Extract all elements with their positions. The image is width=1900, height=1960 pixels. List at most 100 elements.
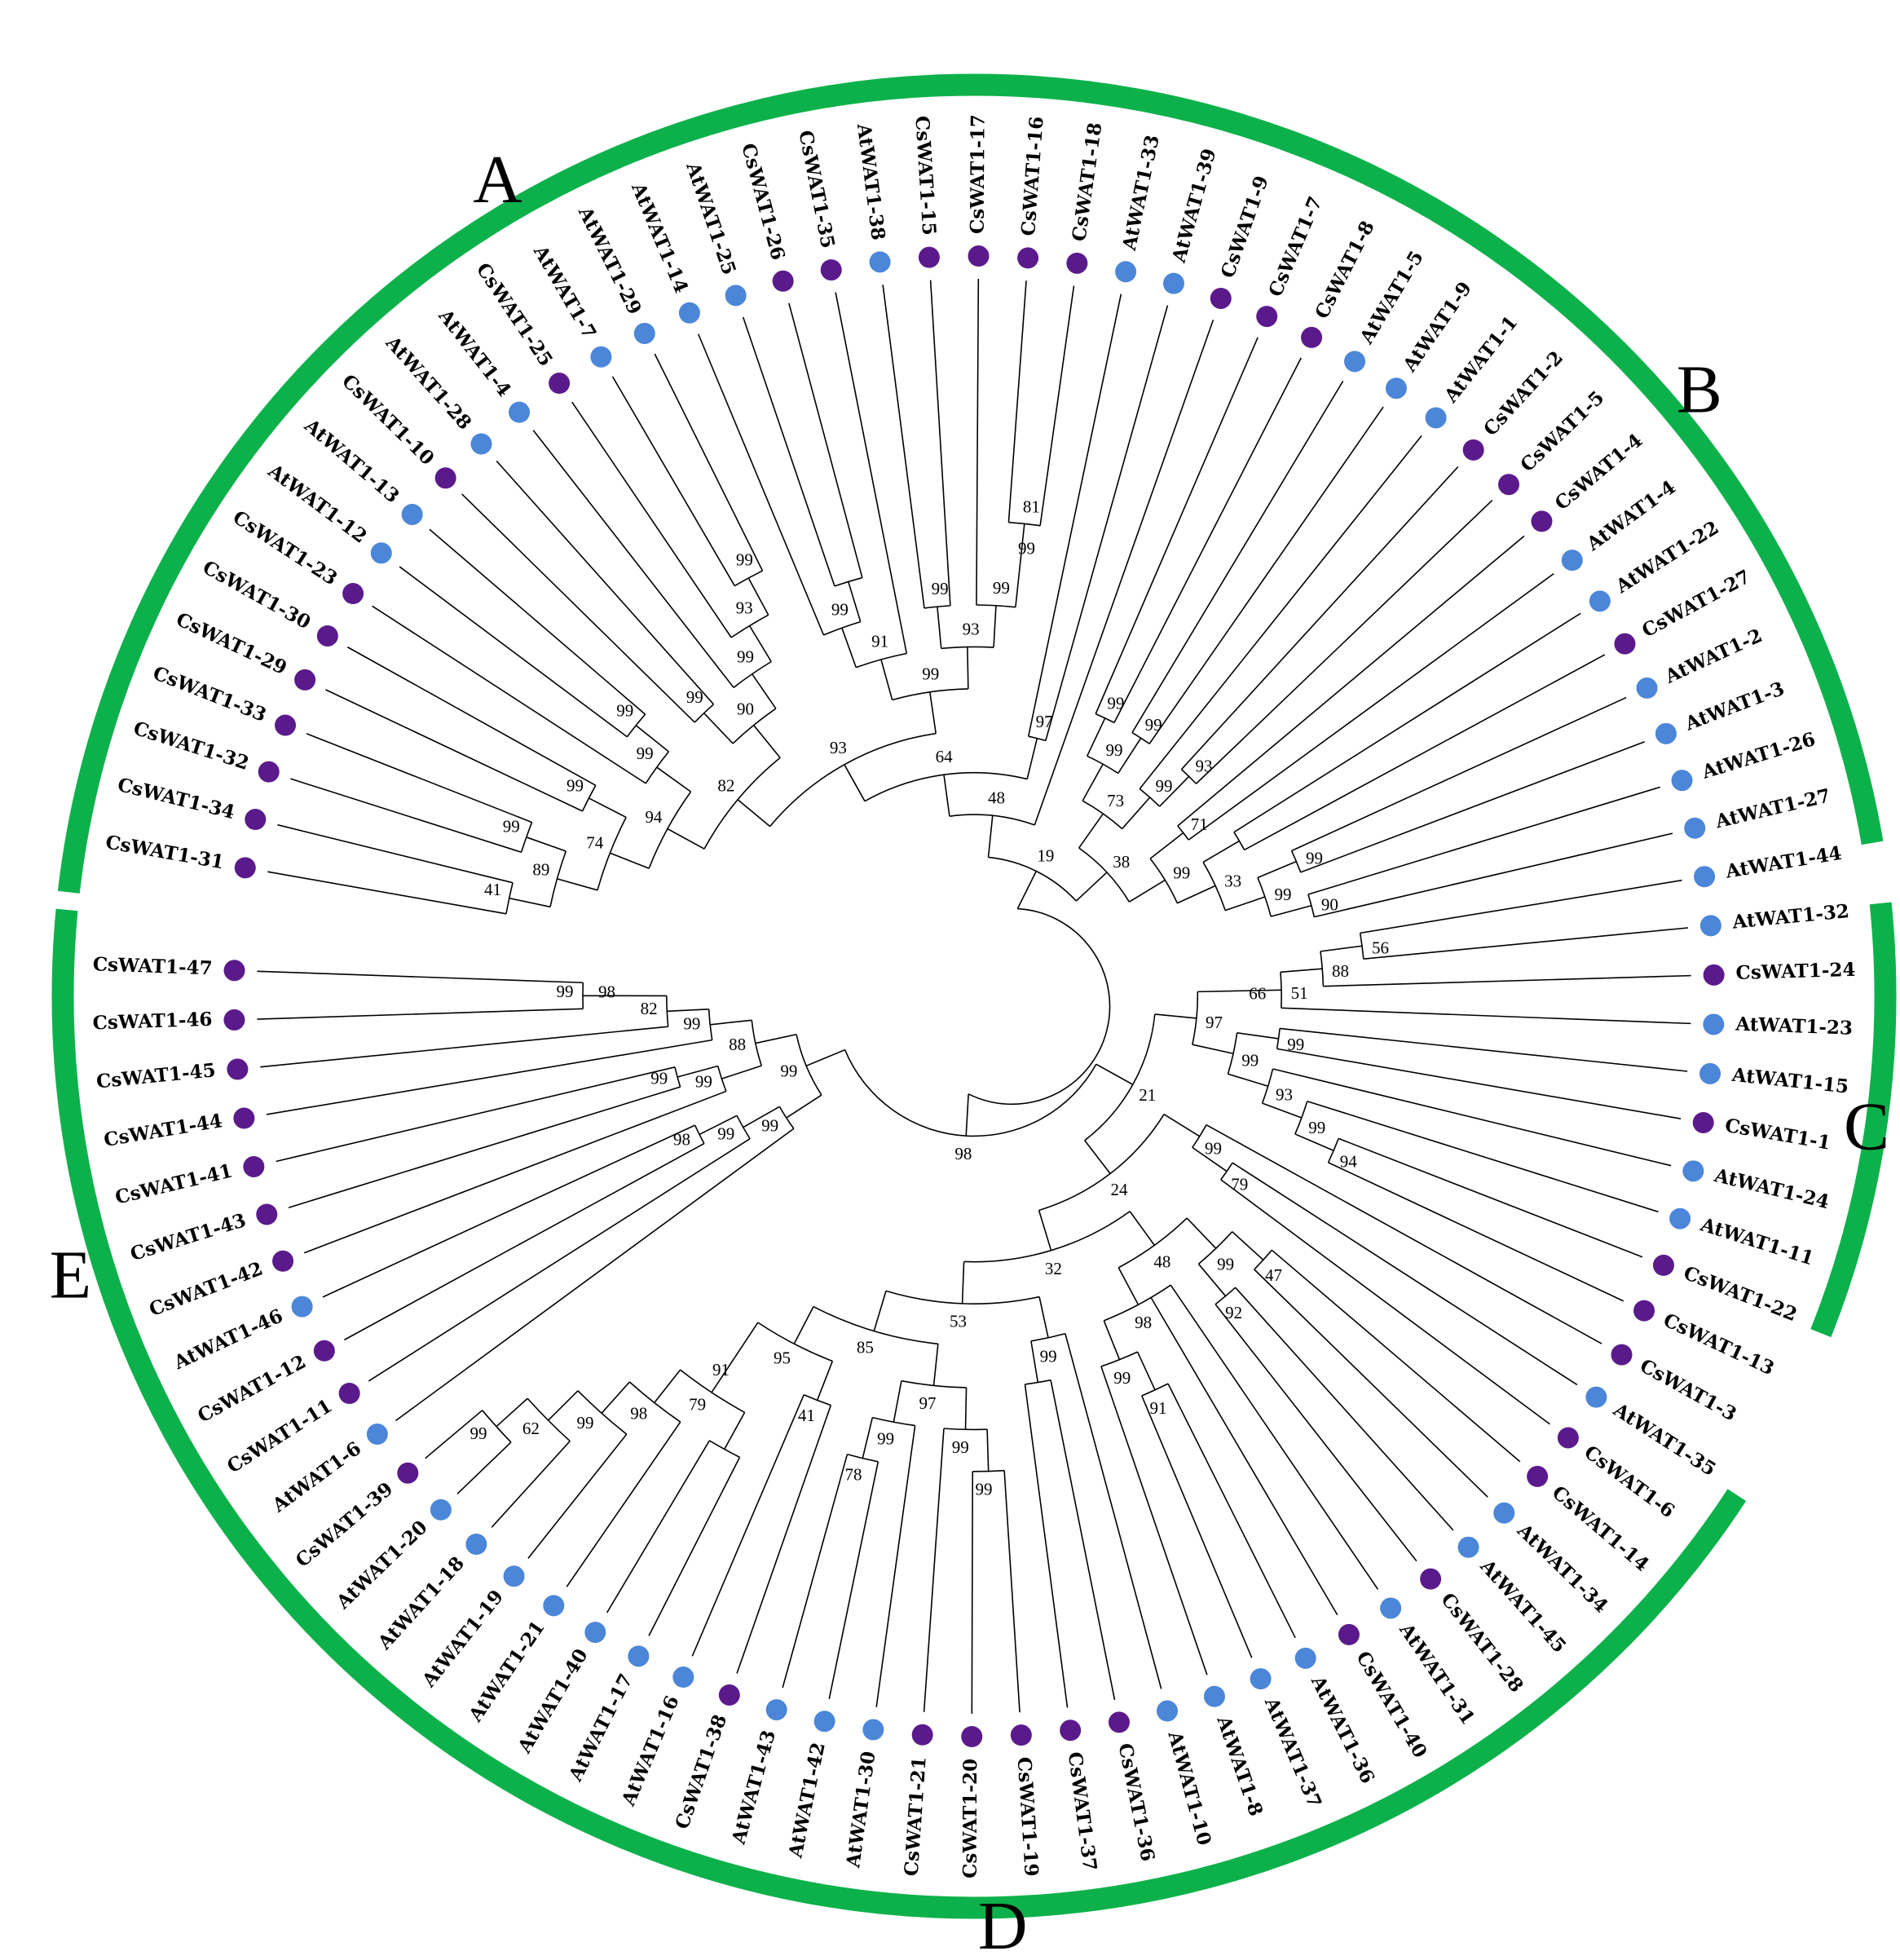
leaf-label: AtWAT1-42 xyxy=(784,1741,830,1861)
leaf-branch xyxy=(290,778,522,854)
leaf-label: CsWAT1-26 xyxy=(737,141,789,263)
leaf-branch xyxy=(1177,535,1525,827)
leaf-label: AtWAT1-26 xyxy=(1699,728,1818,784)
bootstrap-value: 56 xyxy=(1372,938,1389,958)
bootstrap-value: 99 xyxy=(976,1480,993,1499)
leaf-label: AtWAT1-38 xyxy=(853,121,889,241)
bootstrap-value: 99 xyxy=(1217,1254,1234,1274)
node-arc xyxy=(1227,1032,1238,1075)
bootstrap-value: 99 xyxy=(1241,1051,1259,1070)
cs-marker-dot xyxy=(1108,1711,1130,1733)
at-marker-dot xyxy=(628,1645,650,1667)
branch-segment xyxy=(1136,1351,1156,1391)
node-arc xyxy=(813,1305,938,1345)
leaf-branch xyxy=(1338,1137,1643,1258)
leaf-branch xyxy=(1314,832,1673,918)
bootstrap-value: 24 xyxy=(1110,1180,1128,1199)
node-arc xyxy=(1197,1231,1233,1265)
branch-segment xyxy=(667,1009,709,1013)
bootstrap-value: 99 xyxy=(1205,1138,1222,1158)
bootstrap-value: 97 xyxy=(1206,1013,1223,1032)
branch-segment xyxy=(677,1065,718,1078)
leaf-branch xyxy=(1215,1304,1417,1562)
leaf-label: CsWAT1-20 xyxy=(959,1759,981,1878)
cs-marker-dot xyxy=(1557,1427,1579,1449)
node-arc xyxy=(885,1290,1040,1304)
leaf-label: AtWAT1-24 xyxy=(1712,1164,1832,1213)
branch-segment xyxy=(937,607,942,649)
node-arc xyxy=(943,1428,988,1431)
cs-marker-dot xyxy=(1703,964,1725,986)
cs-marker-dot xyxy=(549,373,571,395)
branch-segment xyxy=(743,1106,780,1128)
leaf-branch xyxy=(325,689,583,812)
leaf-branch xyxy=(288,1086,681,1208)
branch-segment xyxy=(986,1429,990,1472)
at-marker-dot xyxy=(1703,1013,1725,1035)
at-marker-dot xyxy=(869,251,891,273)
node-arc xyxy=(1320,951,1325,987)
node-arc xyxy=(666,995,669,1027)
bootstrap-value: 32 xyxy=(1045,1259,1062,1278)
node-arc xyxy=(520,822,533,853)
at-marker-dot xyxy=(1385,377,1407,400)
leaf-branch xyxy=(1095,337,1259,714)
node-arc xyxy=(1038,1114,1165,1212)
branch-segment xyxy=(589,797,627,819)
leaf-branch xyxy=(1024,1384,1069,1708)
bootstrap-value: 93 xyxy=(1276,1085,1293,1105)
bootstrap-value: 21 xyxy=(1139,1085,1156,1105)
node-arc xyxy=(1215,1287,1237,1305)
branch-segment xyxy=(737,799,771,828)
branch-segment xyxy=(1224,896,1266,912)
node-arc xyxy=(1177,825,1189,841)
leaf-label: CsWAT1-7 xyxy=(1264,193,1327,300)
node-arc xyxy=(949,814,1035,826)
tree-leaves: CsWAT1-31CsWAT1-34CsWAT1-32CsWAT1-33CsWA… xyxy=(92,114,1856,1878)
leaf-branch xyxy=(1363,927,1689,960)
leaf-label: AtWAT1-30 xyxy=(842,1750,879,1870)
at-marker-dot xyxy=(1493,1502,1515,1524)
leaf-label: CsWAT1-36 xyxy=(1114,1741,1159,1863)
clade-label-a: A xyxy=(473,142,522,218)
cs-marker-dot xyxy=(1498,474,1520,496)
leaf-label: CsWAT1-17 xyxy=(967,114,990,234)
branch-segment xyxy=(1016,871,1037,909)
leaf-branch xyxy=(1307,1100,1659,1213)
cs-marker-dot xyxy=(434,467,456,489)
branch-segment xyxy=(929,691,937,734)
bootstrap-value: 99 xyxy=(922,664,939,683)
bootstrap-value: 98 xyxy=(598,982,615,1002)
leaf-branch xyxy=(976,279,980,606)
bootstrap-value: 51 xyxy=(1291,983,1308,1003)
leaf-branch xyxy=(1235,1287,1454,1531)
cs-marker-dot xyxy=(256,1203,278,1225)
leaf-label: CsWAT1-1 xyxy=(1723,1115,1832,1154)
leaf-branch xyxy=(828,1461,879,1700)
leaf-branch xyxy=(566,1421,681,1587)
node-arc xyxy=(734,570,763,587)
bootstrap-value: 91 xyxy=(1149,1398,1166,1418)
leaf-branch xyxy=(1148,406,1384,744)
branch-segment xyxy=(965,1093,969,1137)
branch-segment xyxy=(943,775,950,817)
at-marker-dot xyxy=(543,1595,565,1617)
branch-segment xyxy=(724,1412,746,1450)
node-arc xyxy=(1104,1284,1171,1322)
branch-segment xyxy=(848,581,862,622)
branch-segment xyxy=(987,815,994,858)
leaf-label: AtWAT1-32 xyxy=(1730,900,1850,934)
node-arc xyxy=(803,1393,831,1406)
leaf-branch xyxy=(1141,1395,1253,1658)
leaf-label: CsWAT1-42 xyxy=(146,1257,266,1321)
clade-label-d: D xyxy=(978,1888,1028,1960)
cs-marker-dot xyxy=(245,809,267,831)
cs-marker-dot xyxy=(820,259,842,281)
branch-segment xyxy=(1149,832,1184,859)
branch-segment xyxy=(509,897,551,908)
bootstrap-value: 99 xyxy=(1107,694,1124,713)
bootstrap-value: 79 xyxy=(1231,1175,1248,1194)
leaf-branch xyxy=(1050,1380,1116,1701)
branch-segment xyxy=(1192,1044,1234,1055)
